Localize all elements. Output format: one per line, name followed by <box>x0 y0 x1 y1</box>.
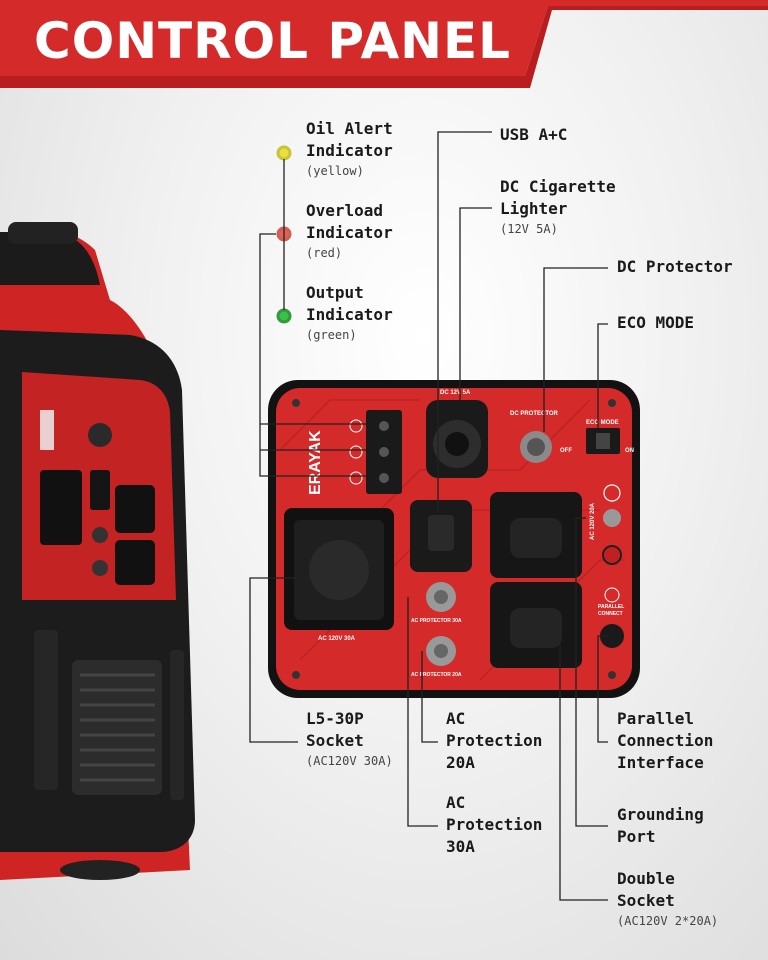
overload-callout: Overload Indicator (red) <box>306 200 393 262</box>
l5-30p-sub: (AC120V 30A) <box>306 754 393 768</box>
ac-protection-30-title: AC Protection 30A <box>446 793 543 856</box>
panel-on-label: ON <box>625 448 634 454</box>
double-socket-callout: Double Socket (AC120V 2*20A) <box>617 868 718 930</box>
dc-protector-title: DC Protector <box>617 257 733 276</box>
panel-brand-text: ERAYAK <box>307 430 324 495</box>
oil-alert-callout: Oil Alert Indicator (yellow) <box>306 118 393 180</box>
panel-ac-protector-30-label: AC PROTECTOR 30A <box>411 618 462 624</box>
panel-off-label: OFF <box>560 448 572 454</box>
grounding-callout: Grounding Port <box>617 804 704 848</box>
panel-ac-protector-20-label: AC PROTECTOR 20A <box>411 672 462 678</box>
oil-alert-sub: (yellow) <box>306 164 364 178</box>
ac-protection-20-callout: AC Protection 20A <box>446 708 542 774</box>
double-socket-sub: (AC120V 2*20A) <box>617 914 719 928</box>
grounding-title: Grounding Port <box>617 805 704 846</box>
output-dot <box>276 308 292 324</box>
control-panel: ERAYAK DC 12V 5A DC PROTECTOR ECO MODE O… <box>268 380 640 698</box>
generator-body <box>0 222 195 881</box>
panel-dc-protector-label: DC PROTECTOR <box>510 411 559 417</box>
dc-protector-callout: DC Protector <box>617 256 733 278</box>
oil-alert-dot <box>276 145 292 161</box>
panel-parallel-label: PARALLEL <box>598 604 624 610</box>
output-sub: (green) <box>306 328 357 342</box>
header-banner <box>0 0 768 88</box>
eco-mode-callout: ECO MODE <box>617 312 694 334</box>
oil-alert-title: Oil Alert Indicator <box>306 119 393 160</box>
l5-30p-title: L5-30P Socket <box>306 709 364 750</box>
parallel-title: Parallel Connection Interface <box>617 709 714 772</box>
usb-title: USB A+C <box>500 125 568 144</box>
output-title: Output Indicator <box>306 283 393 324</box>
leader-lines <box>249 131 608 901</box>
double-socket-title: Double Socket <box>617 869 675 910</box>
dc-lighter-sub: (12V 5A) <box>500 222 558 236</box>
eco-mode-title: ECO MODE <box>617 313 695 332</box>
ac-protection-30-callout: AC Protection 30A <box>446 792 542 858</box>
dc-lighter-title: DC Cigarette Lighter <box>500 177 616 218</box>
parallel-callout: Parallel Connection Interface <box>617 708 713 774</box>
page-title: CONTROL PANEL <box>34 12 512 70</box>
overload-sub: (red) <box>306 246 343 260</box>
panel-dc-label: DC 12V 5A <box>440 390 471 396</box>
ac-protection-20-title: AC Protection 20A <box>446 709 543 772</box>
panel-ac-20a-label: AC 120V 20A <box>590 502 596 540</box>
panel-socket-30a-label: AC 120V 30A <box>318 636 356 642</box>
panel-parallel-label-2: CONNECT <box>598 611 623 617</box>
l5-30p-callout: L5-30P Socket (AC120V 30A) <box>306 708 393 770</box>
output-callout: Output Indicator (green) <box>306 282 393 344</box>
panel-eco-label: ECO MODE <box>586 420 619 426</box>
usb-callout: USB A+C <box>500 124 567 146</box>
dc-lighter-callout: DC Cigarette Lighter (12V 5A) <box>500 176 616 238</box>
overload-title: Overload Indicator <box>306 201 393 242</box>
